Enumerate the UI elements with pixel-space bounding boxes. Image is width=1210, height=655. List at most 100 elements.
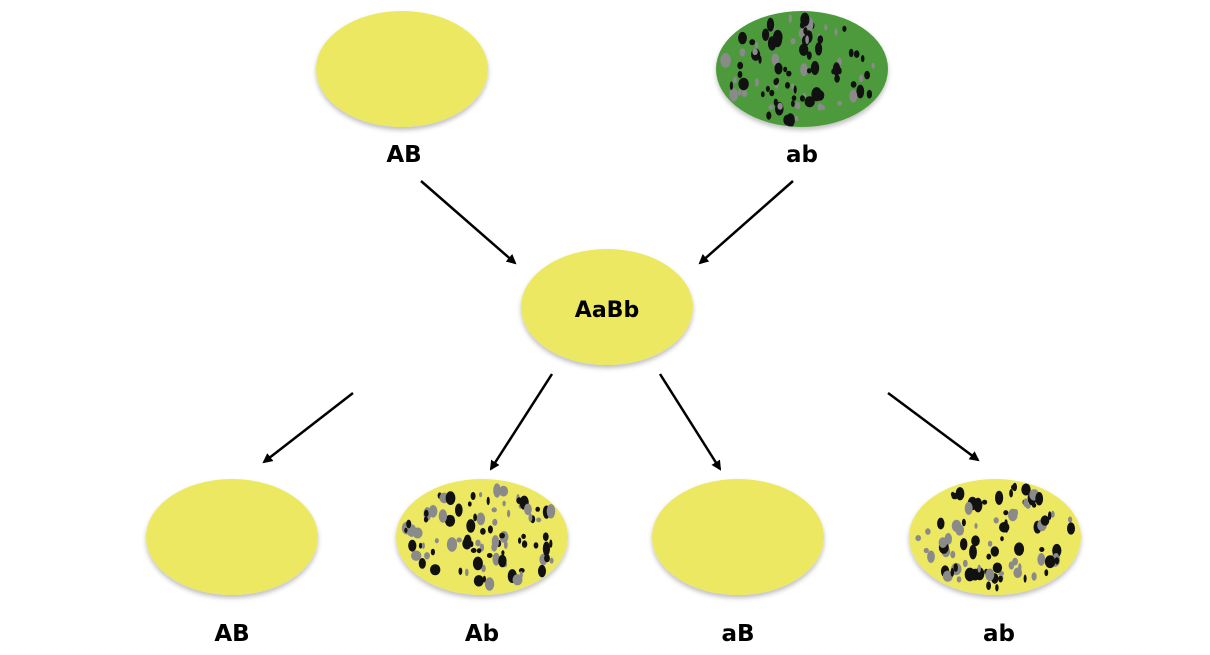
texture-spot [923, 547, 929, 554]
texture-spot [773, 29, 783, 45]
texture-spot [444, 514, 456, 527]
texture-spot [1050, 510, 1055, 518]
texture-spot [871, 62, 875, 69]
texture-spot [834, 74, 840, 83]
texture-spot [998, 575, 1003, 583]
texture-spot [955, 487, 965, 501]
texture-spot [793, 85, 797, 94]
texture-spot [492, 518, 498, 526]
texture-spot [1068, 516, 1073, 523]
offspring-cell-AB: AB [146, 479, 318, 647]
texture-spot [1044, 555, 1056, 569]
texture-spot [1040, 515, 1050, 526]
texture-spot [1008, 561, 1015, 570]
texture-spot [1000, 536, 1004, 542]
texture-spot [960, 538, 968, 551]
texture-spot [479, 492, 483, 498]
texture-spot [973, 497, 983, 513]
texture-spot [1018, 563, 1022, 572]
texture-spot [507, 509, 511, 518]
texture-spot [837, 100, 842, 106]
texture-spot [837, 67, 842, 75]
texture-spot [424, 552, 430, 560]
texture-spot [549, 557, 554, 564]
texture-spot [493, 483, 501, 498]
offspring-label-ab: ab [983, 621, 1015, 647]
texture-spot [535, 506, 540, 512]
texture-spot [805, 35, 809, 44]
texture-spot [501, 550, 505, 556]
texture-spot [486, 553, 493, 558]
texture-spot [842, 25, 847, 32]
texture-spot [995, 490, 1004, 505]
texture-spot [978, 572, 984, 580]
texture-spot [950, 567, 955, 577]
texture-spot [760, 91, 765, 98]
texture-spot [799, 21, 805, 29]
texture-spot [794, 115, 799, 122]
texture-spot [428, 505, 438, 518]
texture-spot [482, 575, 486, 583]
texture-spot [953, 492, 958, 500]
texture-spot [516, 497, 522, 504]
texture-spot [811, 87, 822, 102]
texture-spot [799, 95, 805, 102]
texture-spot [739, 48, 746, 57]
texture-spot [785, 113, 795, 127]
texture-spot [1067, 522, 1075, 535]
texture-spot [971, 535, 980, 547]
texture-spot [512, 574, 523, 586]
texture-spot [864, 70, 870, 80]
offspring-cell-Ab: Ab [396, 479, 568, 647]
texture-spot [446, 537, 458, 552]
texture-spot [456, 537, 462, 543]
texture-spot [491, 507, 497, 513]
texture-spot [434, 538, 439, 544]
texture-spot [774, 62, 783, 75]
texture-spot [810, 61, 820, 75]
texture-spot [773, 78, 779, 86]
texture-spot [411, 550, 422, 561]
texture-spot [985, 568, 995, 581]
texture-spot [791, 95, 797, 101]
texture-spot [749, 39, 756, 46]
texture-spot [799, 43, 809, 56]
texture-spot [995, 584, 999, 592]
texture-spot [423, 516, 429, 523]
texture-spot [849, 89, 858, 103]
texture-spot [538, 564, 546, 578]
parent-label-AB: AB [386, 142, 421, 168]
texture-spot [947, 538, 952, 544]
texture-spot [1039, 547, 1045, 552]
parent-cell-AB-body [316, 11, 488, 127]
texture-spot [786, 70, 792, 77]
texture-spot [502, 500, 506, 507]
texture-spot [498, 485, 509, 497]
offspring-cell-aB: aB [652, 479, 824, 647]
texture-spot [755, 41, 759, 49]
texture-spot [783, 66, 788, 73]
texture-spot [806, 51, 812, 60]
texture-spot [476, 512, 486, 526]
offspring-cell-aB-body [652, 479, 824, 595]
texture-spot [986, 581, 991, 590]
texture-spot [950, 550, 956, 559]
texture-spot [472, 556, 483, 571]
texture-spot [974, 523, 978, 529]
texture-spot [473, 575, 484, 587]
texture-spot [800, 63, 808, 77]
texture-spot [542, 532, 549, 541]
texture-spot [806, 68, 812, 74]
hybrid-cell-body [521, 249, 693, 365]
hybrid-cell-AaBb: AaBb [521, 249, 693, 365]
texture-spot [470, 492, 476, 500]
texture-spot [942, 570, 953, 582]
texture-spot [475, 539, 481, 547]
offspring-label-AB: AB [214, 621, 249, 647]
texture-spot [737, 61, 744, 70]
parent-cell-ab: ab [716, 11, 888, 168]
texture-spot [491, 535, 500, 549]
texture-spot [1044, 569, 1049, 577]
texture-spot [768, 104, 774, 110]
